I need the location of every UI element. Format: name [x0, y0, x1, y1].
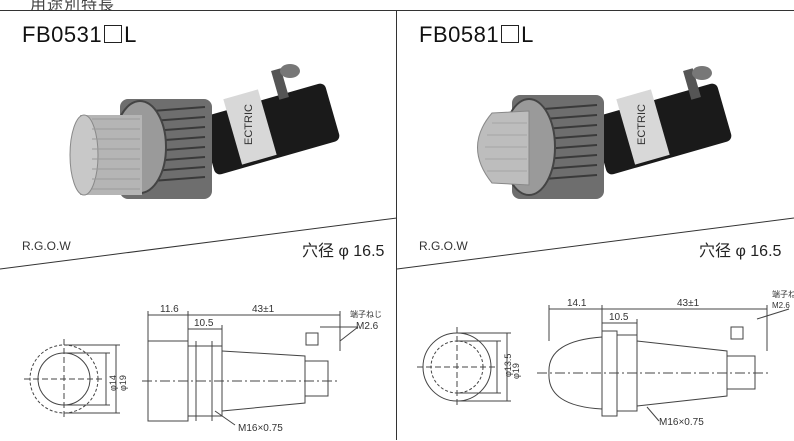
model-title: FB0531 L	[22, 22, 137, 48]
model-prefix: FB0531	[22, 22, 103, 47]
hole-diameter: 穴径 φ 16.5	[302, 243, 385, 260]
dim-terminal-screw-label: 端子ね	[772, 289, 794, 299]
dim-offset: 14.1	[567, 298, 587, 309]
dim-dia-outer: φ19	[511, 363, 521, 379]
product-figure: ECTRIC	[0, 64, 397, 434]
dim-dia-inner: φ13.5	[503, 354, 513, 377]
product-photo: ECTRIC	[477, 66, 732, 199]
dimension-labels: 14.1 43±1 10.5 端子ね M2.6 φ13.5 φ19 M16×0.…	[503, 289, 794, 428]
dim-thread: M16×0.75	[238, 423, 283, 434]
dim-dia-inner: φ14	[108, 375, 118, 391]
dim-offset: 11.6	[160, 304, 179, 315]
product-photo: ECTRIC	[69, 64, 340, 199]
color-options: R.G.O.W	[419, 239, 468, 253]
model-placeholder-box	[501, 25, 520, 43]
model-placeholder-box	[104, 25, 123, 43]
dim-length: 43±1	[252, 304, 275, 315]
model-suffix: L	[521, 22, 534, 47]
product-panel-fb0581: FB0581 L ECTRIC	[397, 10, 794, 440]
product-figure: ECTRIC	[397, 66, 794, 428]
photo-label: ECTRIC	[636, 104, 648, 145]
dim-length: 43±1	[677, 298, 700, 309]
header-strip: 用途別特長	[0, 0, 794, 10]
divider-line	[397, 217, 794, 270]
model-suffix: L	[124, 22, 137, 47]
dim-terminal-screw: M2.6	[356, 321, 379, 332]
dim-terminal-screw: M2.6	[772, 301, 790, 310]
dim-terminal-screw-label: 端子ねじ	[350, 309, 382, 319]
dimension-drawing	[417, 305, 790, 422]
model-prefix: FB0581	[419, 22, 500, 47]
dim-flange: 10.5	[194, 318, 214, 329]
hole-diameter: 穴径 φ 16.5	[699, 243, 782, 260]
dimension-labels: 11.6 43±1 10.5 端子ねじ M2.6 φ14 φ19 M16×0.7…	[108, 304, 382, 434]
dim-flange: 10.5	[609, 312, 629, 323]
dim-thread: M16×0.75	[659, 417, 704, 428]
color-options: R.G.O.W	[22, 239, 71, 253]
dim-dia-outer: φ19	[118, 375, 128, 391]
divider-line	[0, 217, 397, 270]
model-title: FB0581 L	[419, 22, 534, 48]
dimension-drawing	[24, 311, 359, 426]
photo-label: ECTRIC	[243, 104, 255, 145]
header-text: 用途別特長	[30, 0, 116, 10]
product-panel-fb0531: FB0531 L ECTRIC	[0, 10, 397, 440]
